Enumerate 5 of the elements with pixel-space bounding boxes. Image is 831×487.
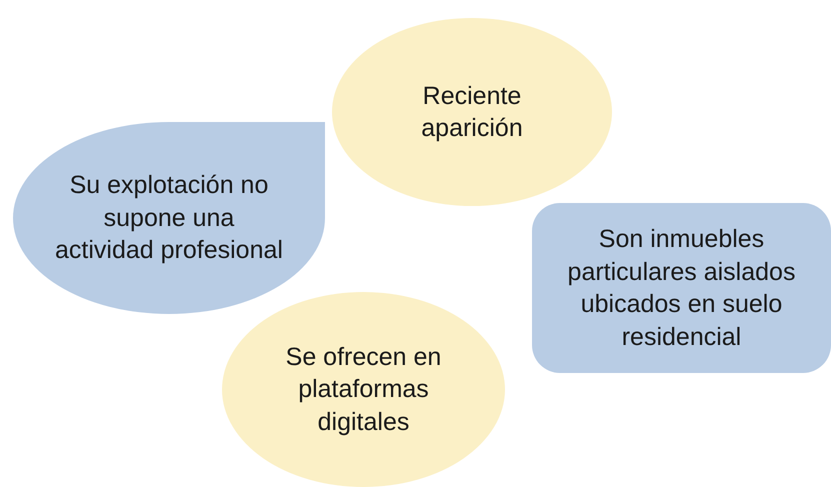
node-text: Son inmuebles particulares aislados ubicados en suelo residencial: [566, 224, 796, 352]
rounded-box: [532, 203, 831, 373]
node-text: Su explotación no supone una actividad profesional: [54, 170, 284, 266]
node-text: Reciente aparición: [420, 80, 524, 144]
node-text: Se ofrecen en plataformas digitales: [284, 342, 442, 438]
